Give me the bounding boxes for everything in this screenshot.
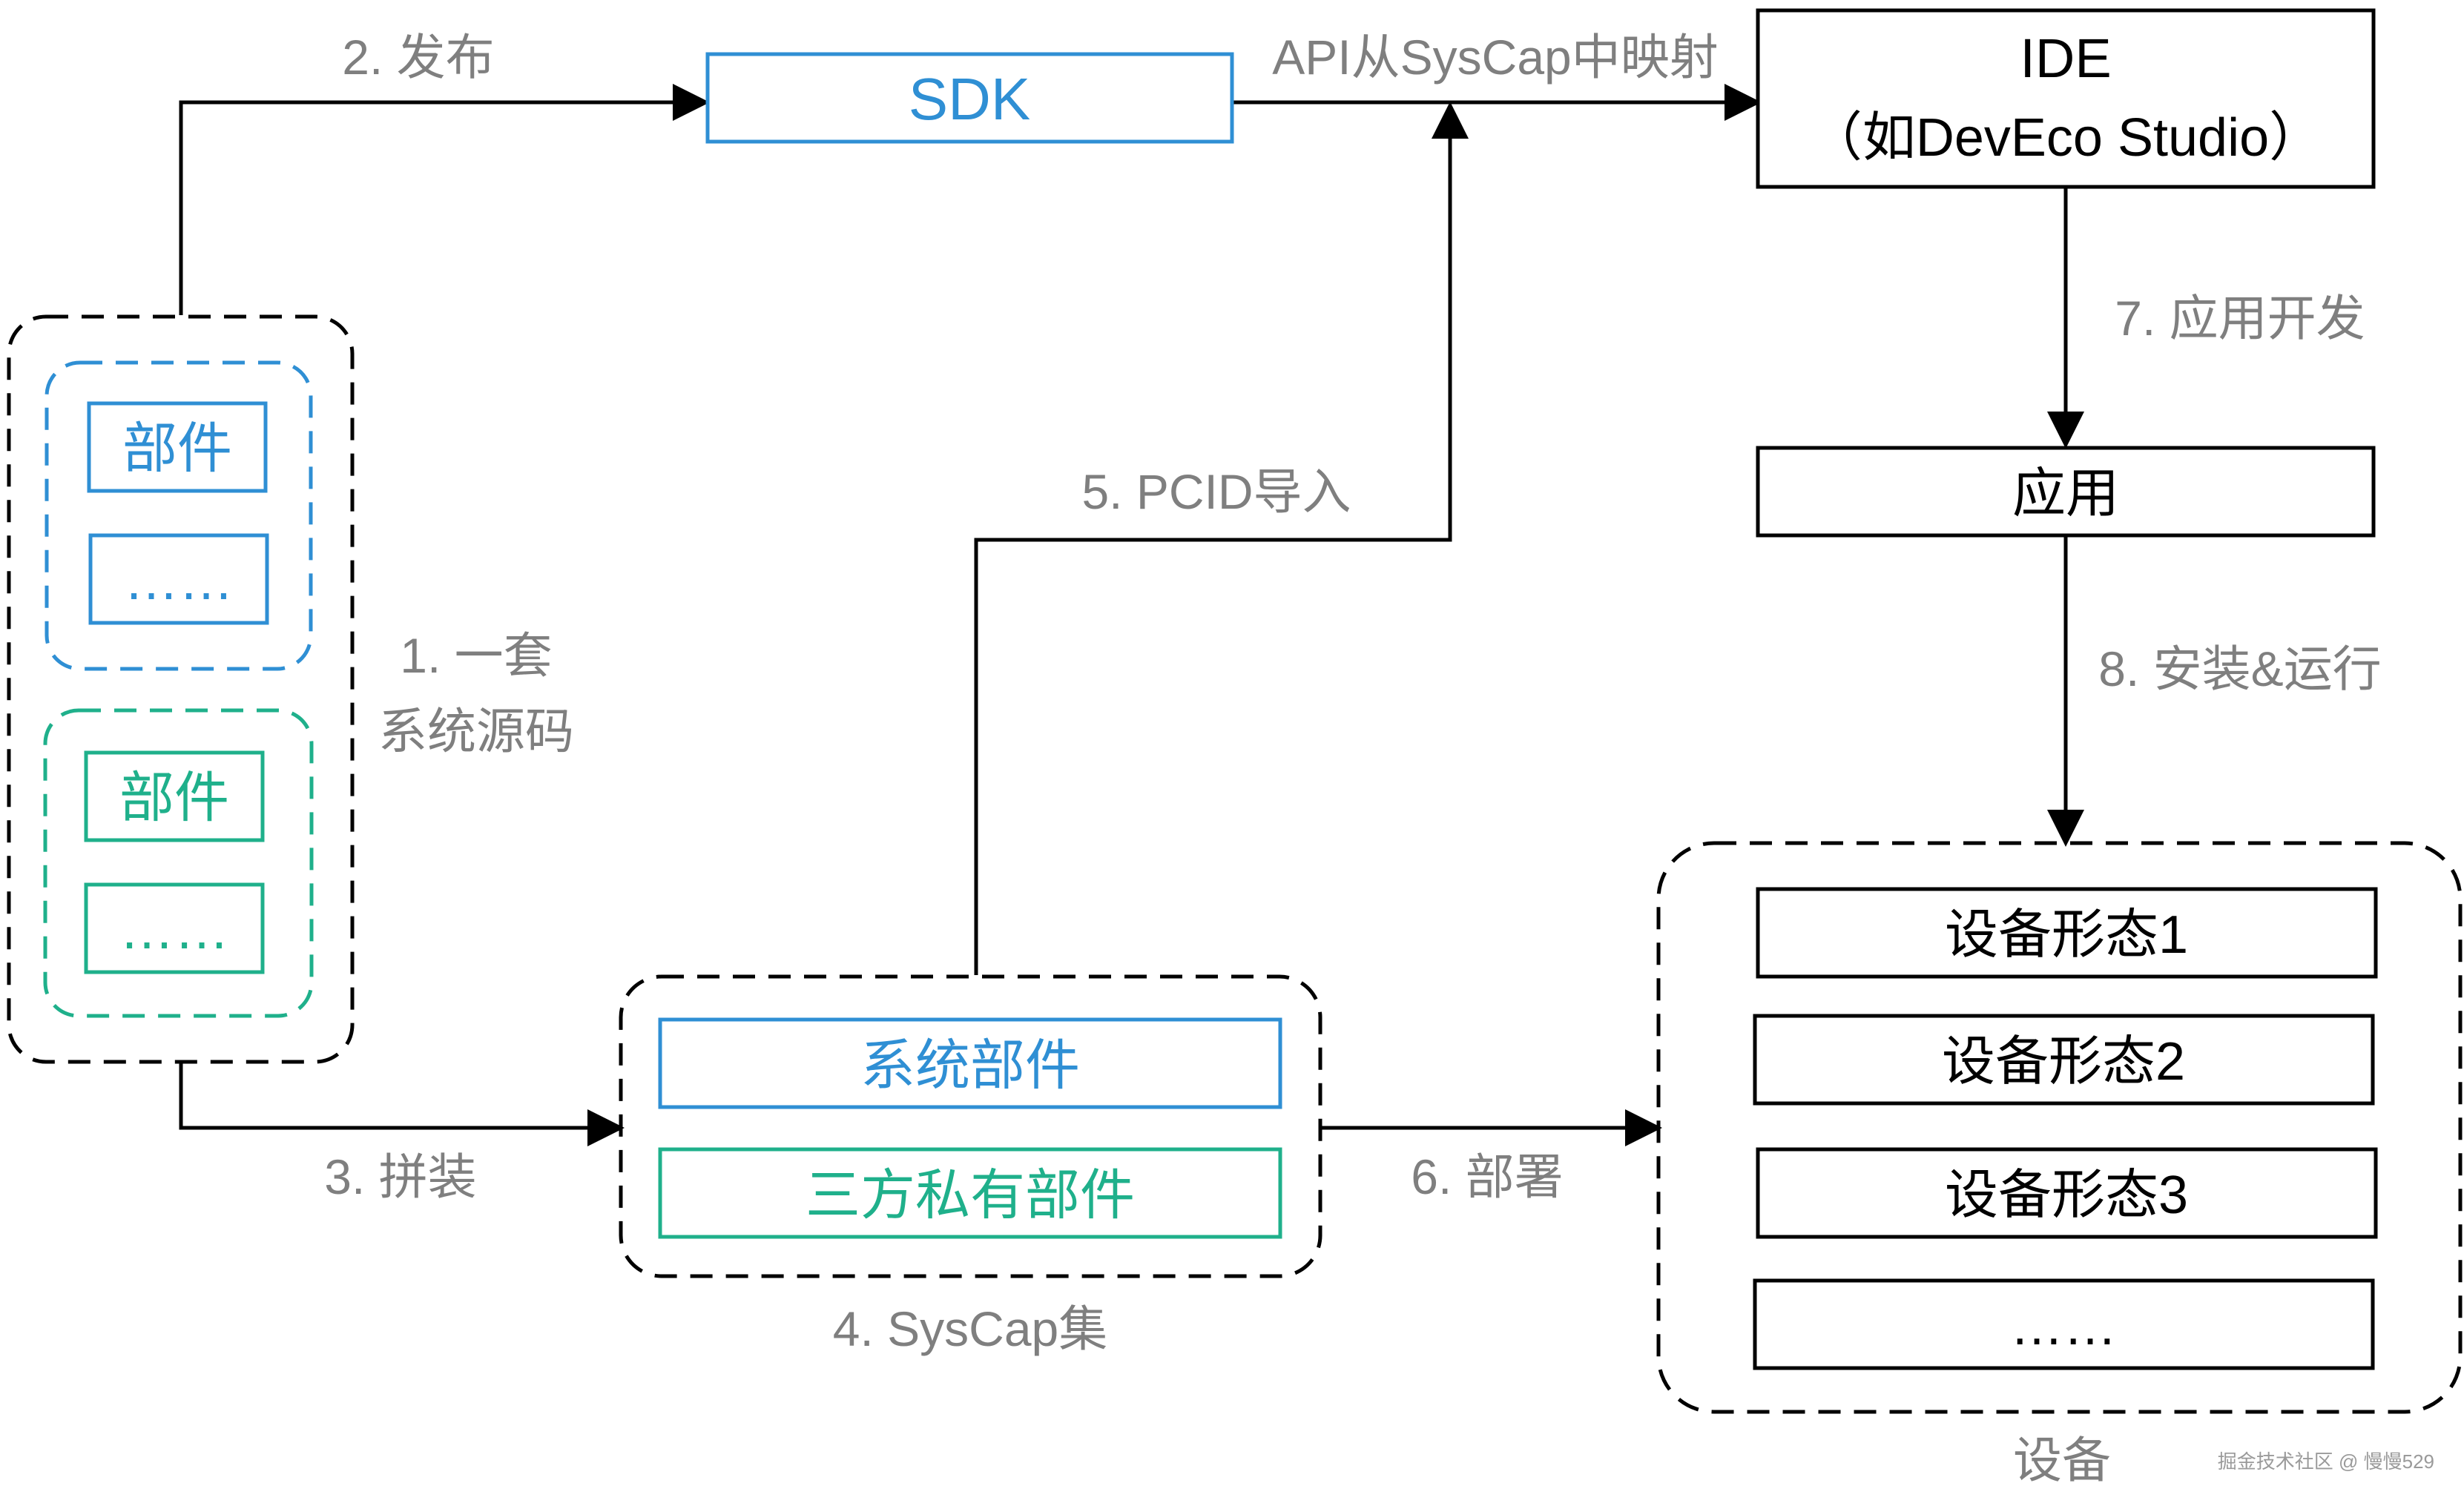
app-box — [1756, 446, 2376, 538]
app-label: 应用 — [2012, 464, 2119, 524]
green-more-box — [84, 882, 265, 974]
label-step7-app-development: 7. 应用开发 — [2115, 291, 2365, 346]
label-step6-deploy: 6. 部署 — [1411, 1149, 1563, 1204]
label-step2-publish: 2. 发布 — [342, 30, 494, 85]
green-more-label: …… — [119, 899, 229, 960]
blue-component-label: 部件 — [122, 417, 232, 479]
device-form-2-box — [1753, 1014, 2375, 1106]
ide-title: IDE — [2020, 27, 2111, 89]
system-component-box — [658, 1017, 1282, 1109]
blue-more-label: …… — [124, 549, 234, 611]
third-party-component-label: 三方私有部件 — [806, 1164, 1135, 1226]
source-code-group — [7, 314, 355, 1064]
blue-more-box — [88, 533, 269, 625]
device-form-more-box — [1753, 1278, 2375, 1370]
green-component-label: 部件 — [119, 767, 229, 828]
blue-component-group — [45, 360, 313, 671]
label-device-group: 设备 — [2013, 1433, 2111, 1487]
device-form-1-label: 设备形态1 — [1945, 905, 2188, 965]
arrow-publish-to-sdk — [179, 84, 710, 315]
label-step8-install-run: 8. 安装&运行 — [2098, 641, 2381, 696]
label-step1-line1: 1. 一套 — [400, 628, 552, 683]
device-form-2-label: 设备形态2 — [1942, 1032, 2185, 1091]
ide-subtitle: （如DevEco Studio） — [1809, 108, 2322, 168]
green-component-group — [43, 708, 314, 1018]
blue-component-box — [87, 401, 268, 493]
watermark: 掘金技术社区 @ 慢慢529 — [2218, 1450, 2434, 1473]
device-form-1-box — [1756, 887, 2378, 979]
third-party-component-box — [658, 1147, 1282, 1239]
device-group — [1656, 841, 2463, 1414]
system-component-label: 系统部件 — [860, 1034, 1080, 1096]
device-form-3-label: 设备形态3 — [1945, 1166, 2188, 1225]
device-form-more-label: …… — [2010, 1297, 2117, 1356]
arrow-assemble — [179, 1063, 625, 1146]
label-step1-line2: 系统源码 — [378, 704, 574, 759]
label-step3-assemble: 3. 拼装 — [324, 1149, 476, 1204]
ide-box — [1756, 8, 2376, 189]
green-component-box — [84, 750, 265, 842]
syscap-set-group — [619, 974, 1322, 1278]
label-step4-syscap-set: 4. SysCap集 — [833, 1301, 1107, 1356]
sdk-label: SDK — [909, 66, 1031, 132]
device-form-3-box — [1756, 1147, 2378, 1239]
label-step5-pcid-import: 5. PCID导入 — [1081, 464, 1351, 519]
label-api-mapping: API从SysCap中映射 — [1272, 30, 1718, 85]
arrow-pcid-import — [974, 102, 1469, 975]
sdk-box — [705, 52, 1234, 144]
